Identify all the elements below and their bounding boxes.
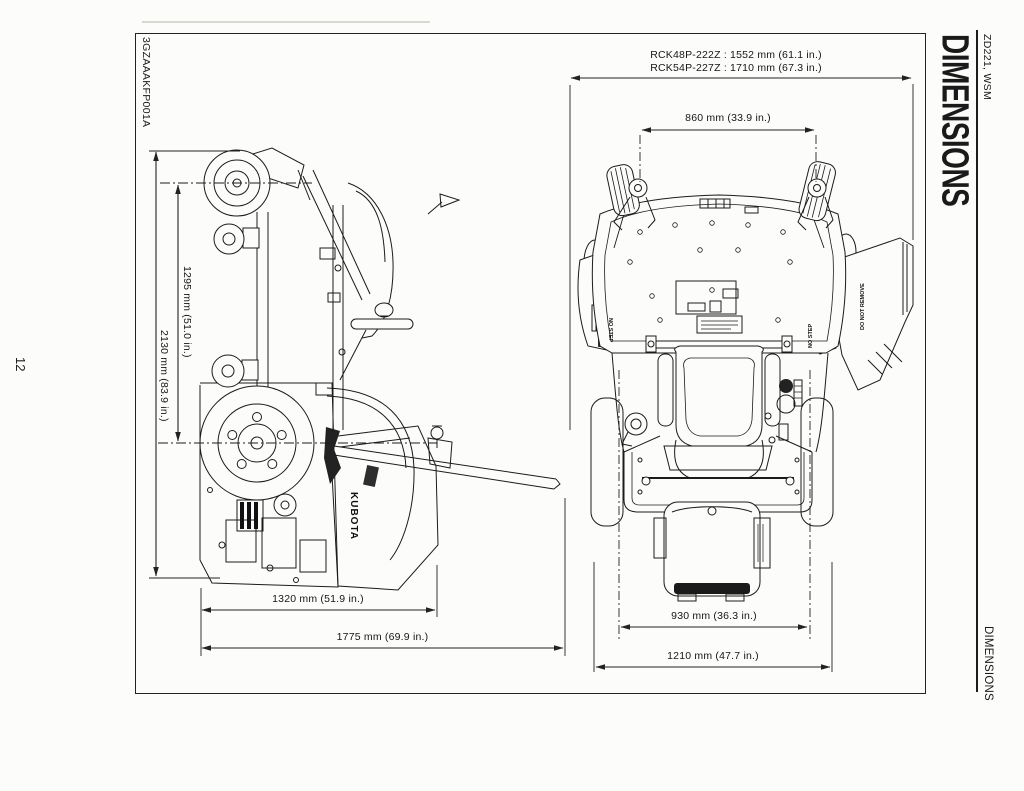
- overall-height-label: 1775 mm (69.9 in.): [336, 631, 429, 643]
- overall-width-label: 1210 mm (47.7 in.): [667, 650, 759, 662]
- top-view-drawing: NO STEP NO STEP DO NOT REMOVE: [577, 161, 914, 602]
- figure-frame: [135, 33, 926, 694]
- deck-width-labels: RCK48P-222Z : 1552 mm (61.1 in.) RCK54P-…: [560, 49, 912, 75]
- scan-artifact: [142, 21, 430, 23]
- front-tread-label: 860 mm (33.9 in.): [685, 112, 771, 124]
- rear-tread-label: 930 mm (36.3 in.): [671, 610, 757, 622]
- margin-rule: [976, 30, 978, 692]
- side-view-drawing: KUBOTA: [158, 147, 561, 591]
- no-step-left-label: NO STEP: [607, 318, 613, 342]
- deck-width-54-label: RCK54P-227Z : 1710 mm (67.3 in.): [650, 62, 822, 74]
- do-not-remove-label: DO NOT REMOVE: [860, 283, 866, 330]
- no-step-right-label: NO STEP: [808, 324, 814, 348]
- kubota-decal: KUBOTA: [348, 492, 359, 540]
- top-view-dimension-lines: [569, 75, 914, 672]
- side-view-dimension-lines: [149, 150, 566, 656]
- deck-width-48-label: RCK48P-222Z : 1552 mm (61.1 in.): [650, 49, 822, 61]
- height-low-label: 1320 mm (51.9 in.): [272, 593, 364, 605]
